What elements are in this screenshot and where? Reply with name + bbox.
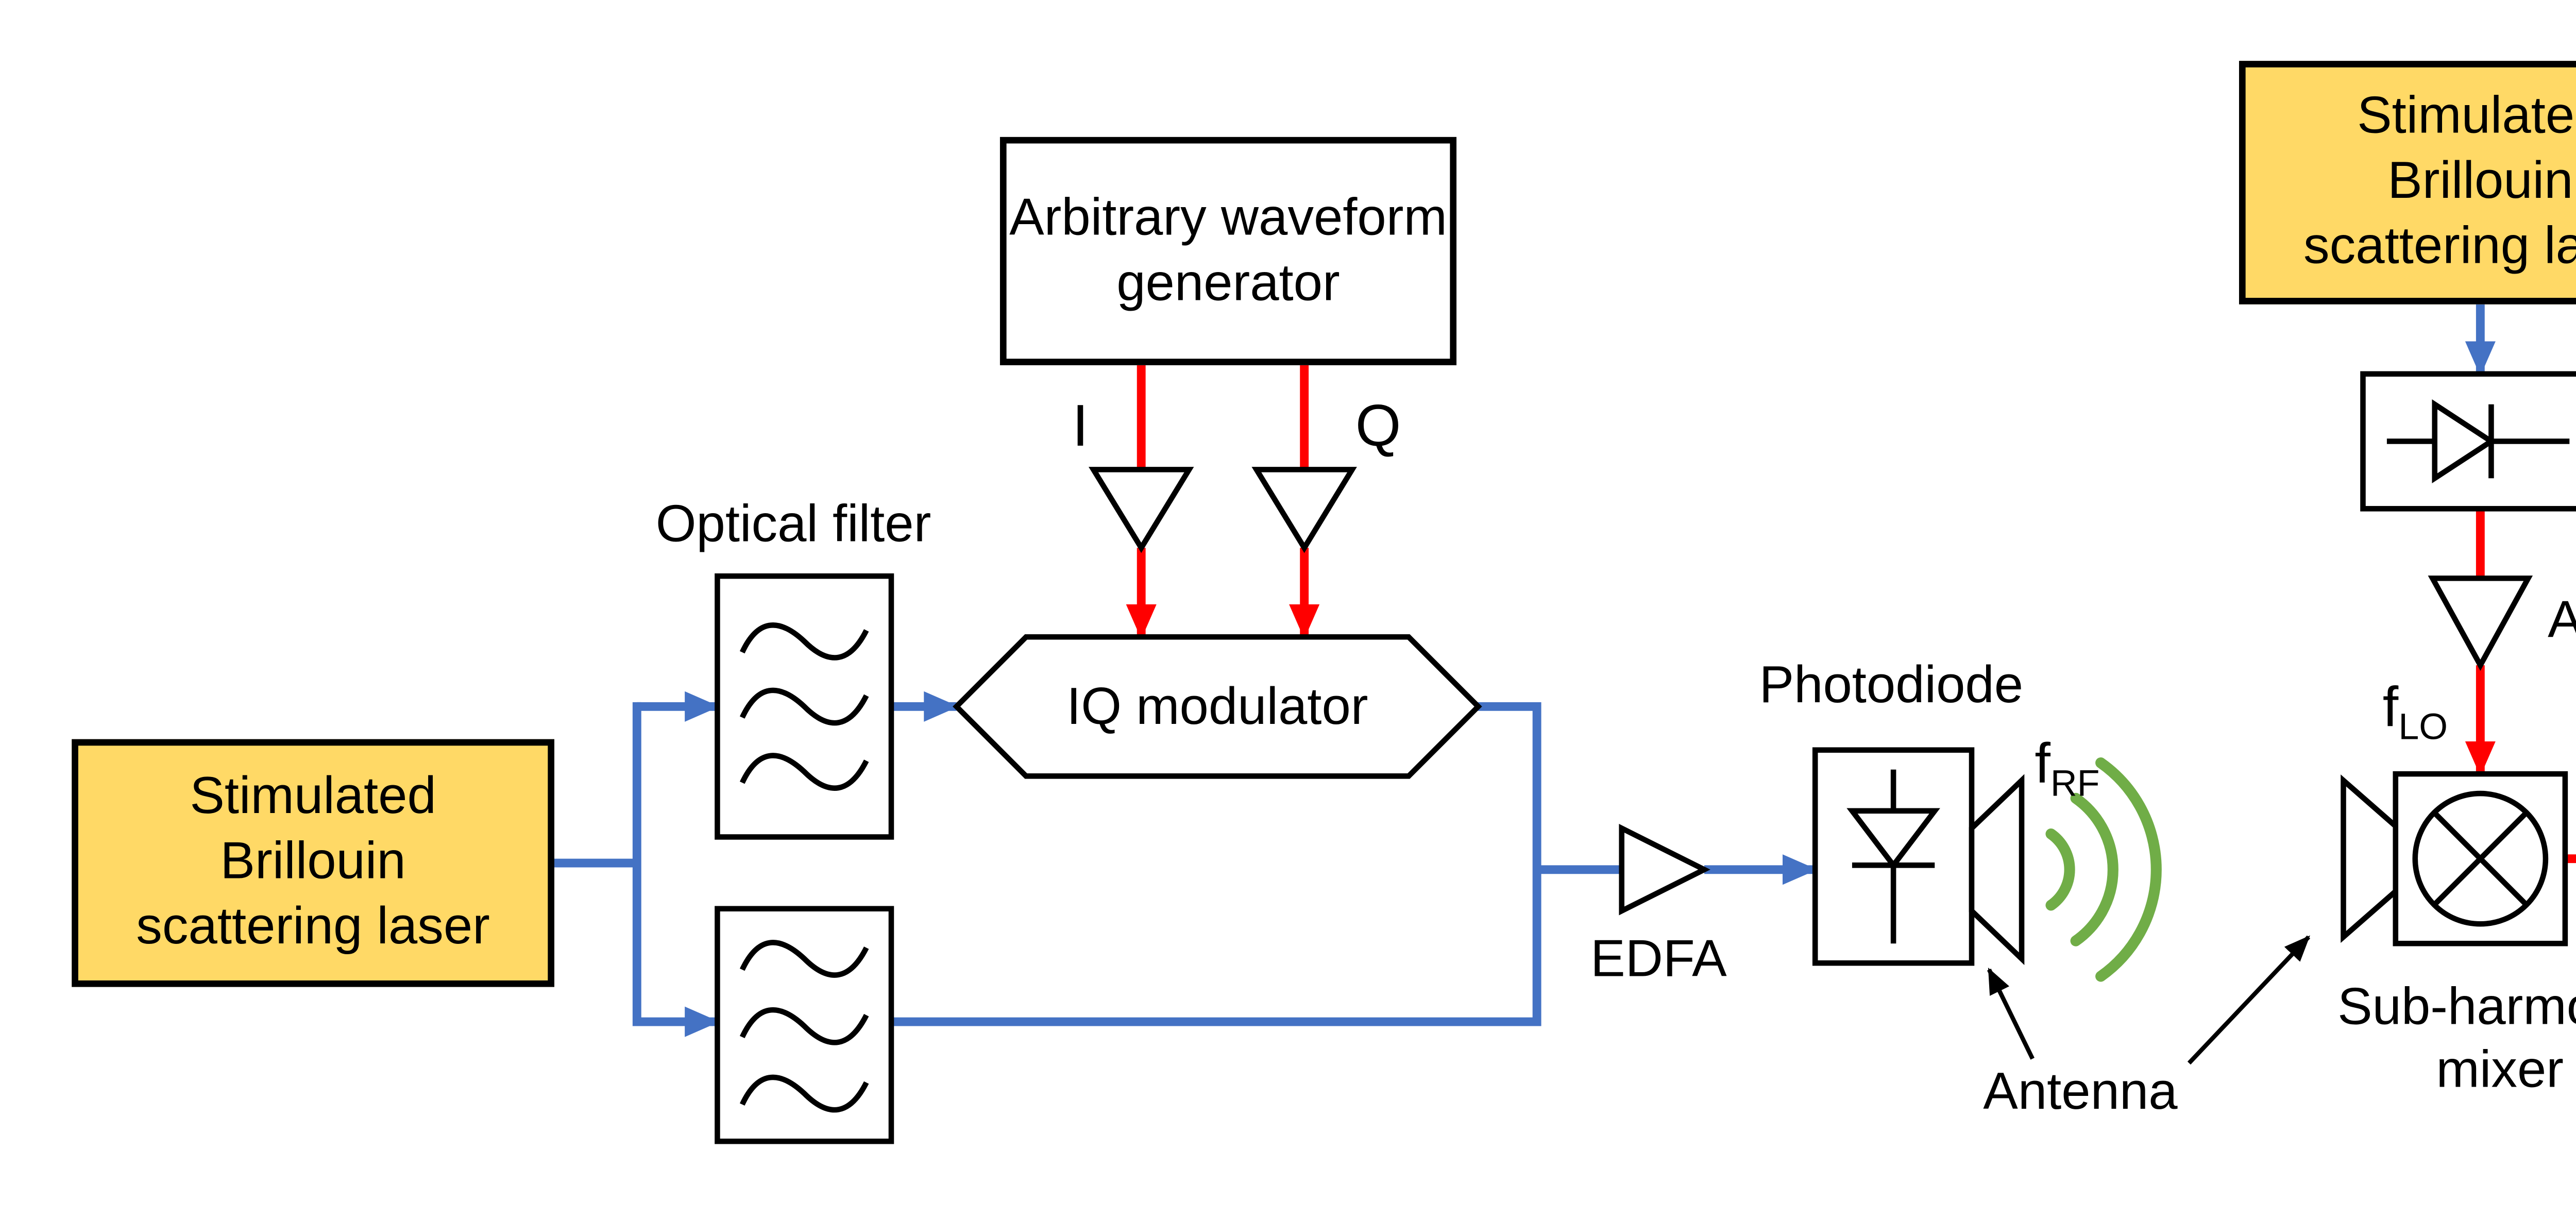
wireless-waves-icon [2045,757,2162,982]
subharmonic-mixer-label: Sub-harmonic mixer [2337,978,2576,1100]
filter-wave-icon [739,940,869,1113]
f-rf-label: fRF [2035,730,2099,804]
antenna-pointer-arrow-left [1987,968,2035,1060]
mixer-cross-icon [2432,810,2529,907]
q-amplifier-icon [1251,467,1357,553]
optical-fiber-laser-to-splitter [550,702,641,1026]
rx-sbs-laser-label: Stimulated Brillouin scattering laser [2303,87,2576,276]
tx-antenna-horn-icon [1969,774,2025,966]
antenna-pointer-arrow-right [2187,935,2311,1065]
rx-amplifier-icon [2428,576,2533,671]
rx-antenna-horn-icon [2341,774,2399,943]
q-signal-label: Q [1355,393,1401,459]
f-rf-sub: RF [2050,763,2100,805]
awg-box: Arbitrary waveform generator [999,137,1456,365]
rx-diode-icon [2386,399,2570,484]
edfa-label: EDFA [1590,930,1727,989]
tx-diode-icon [1846,769,1940,944]
subharmonic-mixer-symbol [2393,771,2568,946]
iq-modulator-label: IQ modulator [1066,678,1368,737]
i-amplifier-icon [1088,467,1194,553]
rx-amplifier-label: Amplifier [2548,591,2576,654]
tx-photodiode-label: Photodiode [1759,656,2024,716]
rx-sbs-laser-box: Stimulated Brillouin scattering laser [2239,61,2576,304]
i-signal-label: I [1072,393,1089,459]
filter-wave-icon [739,622,869,791]
upper-optical-filter [715,573,894,840]
optical-fiber-combiner-to-edfa [887,702,1626,1026]
tx-sbs-laser-box: Stimulated Brillouin scattering laser [72,739,554,987]
lower-optical-filter [715,906,894,1144]
optical-filter-label: Optical filter [655,496,931,554]
f-rf-base: f [2035,730,2050,796]
awg-label: Arbitrary waveform generator [1009,188,1447,312]
f-lo-label: fLO [2321,674,2448,748]
edfa-amplifier-icon [1619,824,1710,916]
tx-sbs-laser-label: Stimulated Brillouin scattering laser [136,767,490,957]
f-lo-base: f [2382,674,2399,739]
iq-modulator-shape [953,634,1482,779]
antenna-label: Antenna [1983,1063,2178,1122]
f-lo-sub: LO [2398,706,2448,748]
